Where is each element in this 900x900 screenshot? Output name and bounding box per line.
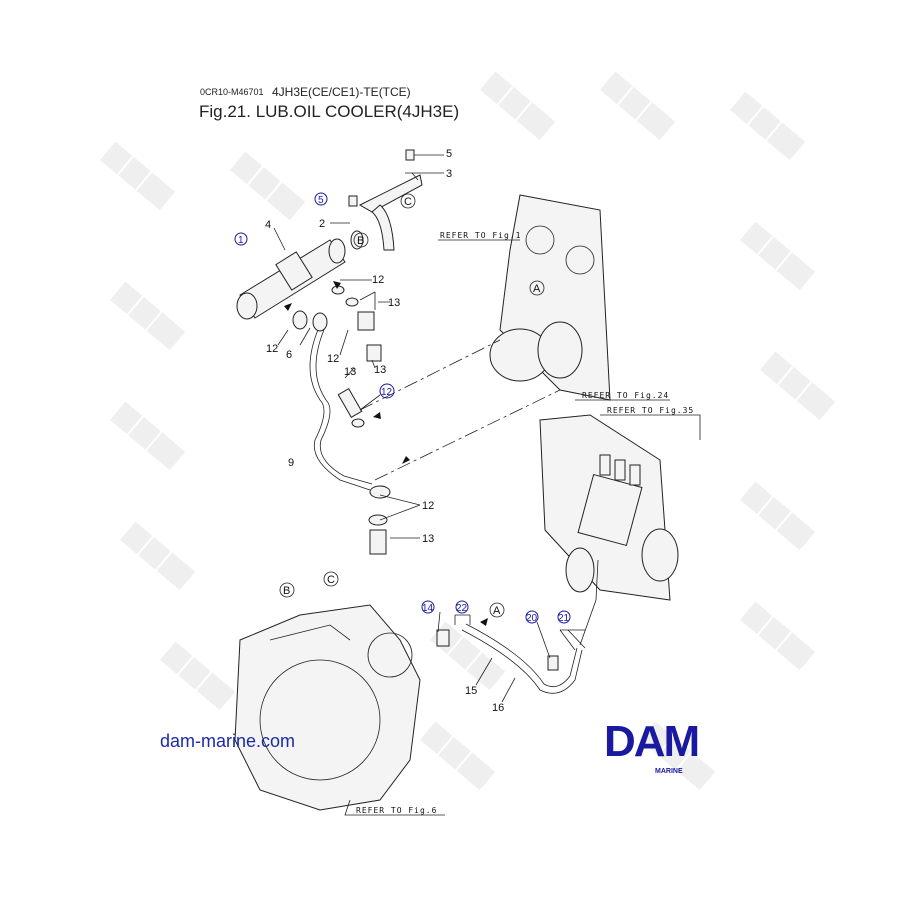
watermark [480, 71, 556, 141]
reference-fig24: REFER TO Fig.24 [582, 391, 669, 400]
document-code: 0CR10-M46701 [200, 87, 264, 97]
callout-circled-14: 14 [421, 600, 435, 614]
callout-12: 12 [372, 274, 384, 286]
watermark [420, 721, 496, 791]
dam-logo: DAM [604, 717, 700, 766]
watermark [640, 721, 716, 791]
callout-circled-21: 21 [557, 610, 571, 624]
svg-text:B: B [283, 585, 290, 597]
svg-text:1: 1 [238, 235, 244, 246]
watermark [160, 641, 236, 711]
callout-6: 6 [286, 349, 292, 361]
label-c-housing: C [323, 571, 339, 587]
callout-16: 16 [492, 702, 504, 714]
reference-fig6: REFER TO Fig.6 [356, 806, 437, 815]
callout-circled-12: 12 [379, 383, 395, 399]
reference-fig1: REFER TO Fig.1 [440, 231, 521, 240]
oil-pipe-9-outline [315, 324, 373, 485]
watermark [120, 521, 196, 591]
label-b-top: B [353, 232, 369, 248]
watermark [740, 221, 816, 291]
callout-13: 13 [422, 533, 434, 545]
bolt-14 [436, 629, 450, 647]
oil-cooler-part [236, 230, 364, 320]
pump-connection [579, 559, 599, 646]
engine-block-part [489, 194, 611, 401]
svg-text:A: A [533, 283, 541, 295]
svg-text:14: 14 [422, 603, 434, 614]
svg-text:C: C [404, 196, 412, 208]
callout-12: 12 [422, 500, 434, 512]
callout-2: 2 [319, 218, 325, 230]
svg-text:12: 12 [381, 387, 393, 398]
ref-line-a [359, 339, 501, 411]
engine-model: 4JH3E(CE/CE1)-TE(TCE) [272, 85, 411, 99]
svg-text:5: 5 [318, 195, 324, 206]
callout-5: 5 [446, 148, 452, 160]
reference-fig35: REFER TO Fig.35 [607, 406, 694, 415]
callout-circled-1: 1 [234, 232, 248, 246]
watermark [760, 351, 836, 421]
bolt-20 [547, 655, 559, 671]
fittings [292, 285, 391, 555]
callout-12: 12 [266, 343, 278, 355]
callout-4: 4 [265, 219, 271, 231]
watermarks [100, 71, 836, 791]
watermark [100, 141, 176, 211]
svg-text:22: 22 [456, 603, 468, 614]
label-a-pipe: A [489, 602, 505, 618]
callout-3: 3 [446, 168, 452, 180]
label-a-engine: A [529, 280, 545, 296]
website-link[interactable]: dam-marine.com [160, 731, 296, 751]
callout-12: 12 [327, 353, 339, 365]
watermark [110, 281, 186, 351]
oil-pipe-16-outline [465, 623, 578, 688]
arrow-icons [284, 281, 488, 626]
svg-text:A: A [493, 605, 501, 617]
flywheel-housing-part [234, 604, 421, 811]
dam-logo-subtitle: MARINE [655, 768, 683, 775]
watermark [230, 151, 306, 221]
callout-13: 13 [374, 364, 386, 376]
label-c-top: C [400, 193, 416, 209]
injection-pump-part [539, 414, 679, 601]
watermark [730, 91, 806, 161]
callout-circled-22: 22 [455, 600, 469, 614]
watermark [600, 71, 676, 141]
label-b-housing: B [279, 582, 295, 598]
figure-title: Fig.21. LUB.OIL COOLER(4JH3E) [199, 102, 460, 121]
callout-13: 13 [388, 297, 400, 309]
callout-circled-20: 20 [525, 610, 539, 624]
svg-text:20: 20 [526, 613, 538, 624]
svg-text:B: B [357, 235, 364, 247]
callout-circled-5: 5 [314, 192, 328, 206]
watermark [110, 401, 186, 471]
leader-lines [273, 154, 701, 816]
callout-9: 9 [288, 457, 294, 469]
oil-pipe-16 [461, 629, 583, 694]
watermark [740, 481, 816, 551]
watermark [740, 601, 816, 671]
svg-text:21: 21 [558, 613, 570, 624]
bracket-part [348, 149, 423, 251]
callout-13: 13 [344, 366, 356, 378]
callout-15: 15 [465, 685, 477, 697]
svg-text:C: C [327, 574, 335, 586]
oil-pipe-9 [309, 324, 371, 491]
ref-line-b [374, 389, 561, 481]
